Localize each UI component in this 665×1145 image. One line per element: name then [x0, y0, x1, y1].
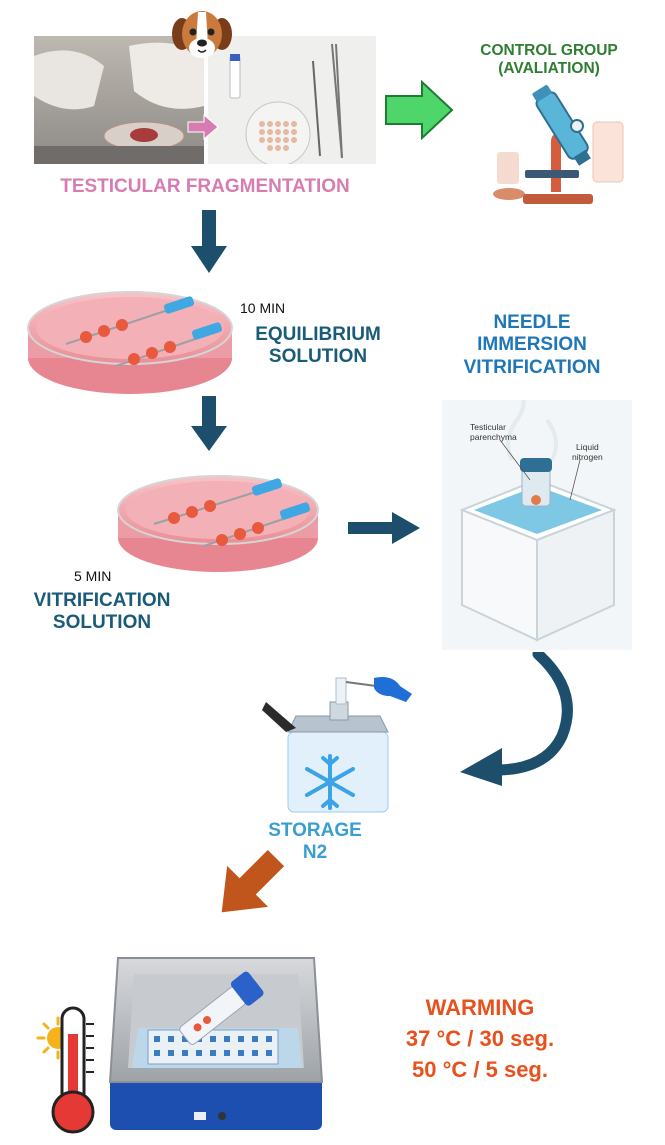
fragmentation-label: TESTICULAR FRAGMENTATION	[60, 176, 350, 197]
vitrification-label: VITRIFICATION SOLUTION	[8, 590, 196, 635]
equilibrium-time: 10 MIN	[240, 300, 286, 316]
beagle-dog-icon	[170, 6, 234, 64]
callout-nitrogen: nitrogen	[572, 452, 603, 462]
control-line1: CONTROL GROUP	[480, 42, 618, 59]
fragmentation-photo-right	[208, 36, 376, 167]
warming-line2: 37 °C / 30 seg.	[405, 1026, 555, 1052]
callout-liquid: Liquid	[576, 442, 599, 452]
vitrification-time: 5 MIN	[74, 568, 112, 584]
vitrification-line2: SOLUTION	[52, 612, 152, 634]
fragmentation-photo-left	[34, 36, 204, 164]
snowflake-icon	[300, 752, 360, 812]
microscope-icon	[485, 82, 645, 206]
needle-line3: VITRIFICATION	[463, 356, 601, 378]
callout-parenchyma: parenchyma	[470, 432, 517, 442]
needle-label: NEEDLE IMMERSION VITRIFICATION	[436, 312, 628, 379]
down-arrow-2	[190, 396, 228, 452]
needle-line1: NEEDLE	[493, 312, 571, 333]
styrofoam-box-icon: Testicular parenchyma Liquid nitrogen	[442, 394, 632, 650]
petri-dish-icon	[112, 466, 324, 578]
warming-label: WARMING 37 °C / 30 seg. 50 °C / 5 seg.	[362, 992, 598, 1086]
orange-arrow	[206, 846, 290, 926]
thermometer-icon	[42, 1004, 104, 1138]
down-arrow-1	[190, 210, 228, 274]
equilibrium-line1: EQUILIBRIUM	[255, 324, 381, 345]
petri-dish-icon	[24, 282, 236, 402]
warming-line3: 50 °C / 5 seg.	[412, 1057, 548, 1083]
green-arrow	[384, 79, 454, 141]
curved-arrow	[454, 648, 588, 788]
storage-line1: STORAGE	[268, 820, 362, 841]
right-arrow	[346, 510, 422, 546]
vitrification-line1: VITRIFICATION	[33, 590, 171, 611]
storage-label: STORAGE N2	[250, 820, 380, 865]
needle-line2: IMMERSION	[477, 334, 587, 356]
warming-line1: WARMING	[425, 995, 535, 1020]
callout-testicular: Testicular	[470, 422, 506, 432]
control-group-label: CONTROL GROUP (AVALIATION)	[448, 42, 650, 79]
equilibrium-label: EQUILIBRIUM SOLUTION	[232, 324, 404, 369]
equilibrium-line2: SOLUTION	[268, 346, 368, 368]
pink-arrow	[186, 113, 220, 141]
water-bath-icon	[98, 948, 334, 1134]
storage-line2: N2	[302, 842, 328, 864]
control-line2: (AVALIATION)	[498, 60, 600, 78]
